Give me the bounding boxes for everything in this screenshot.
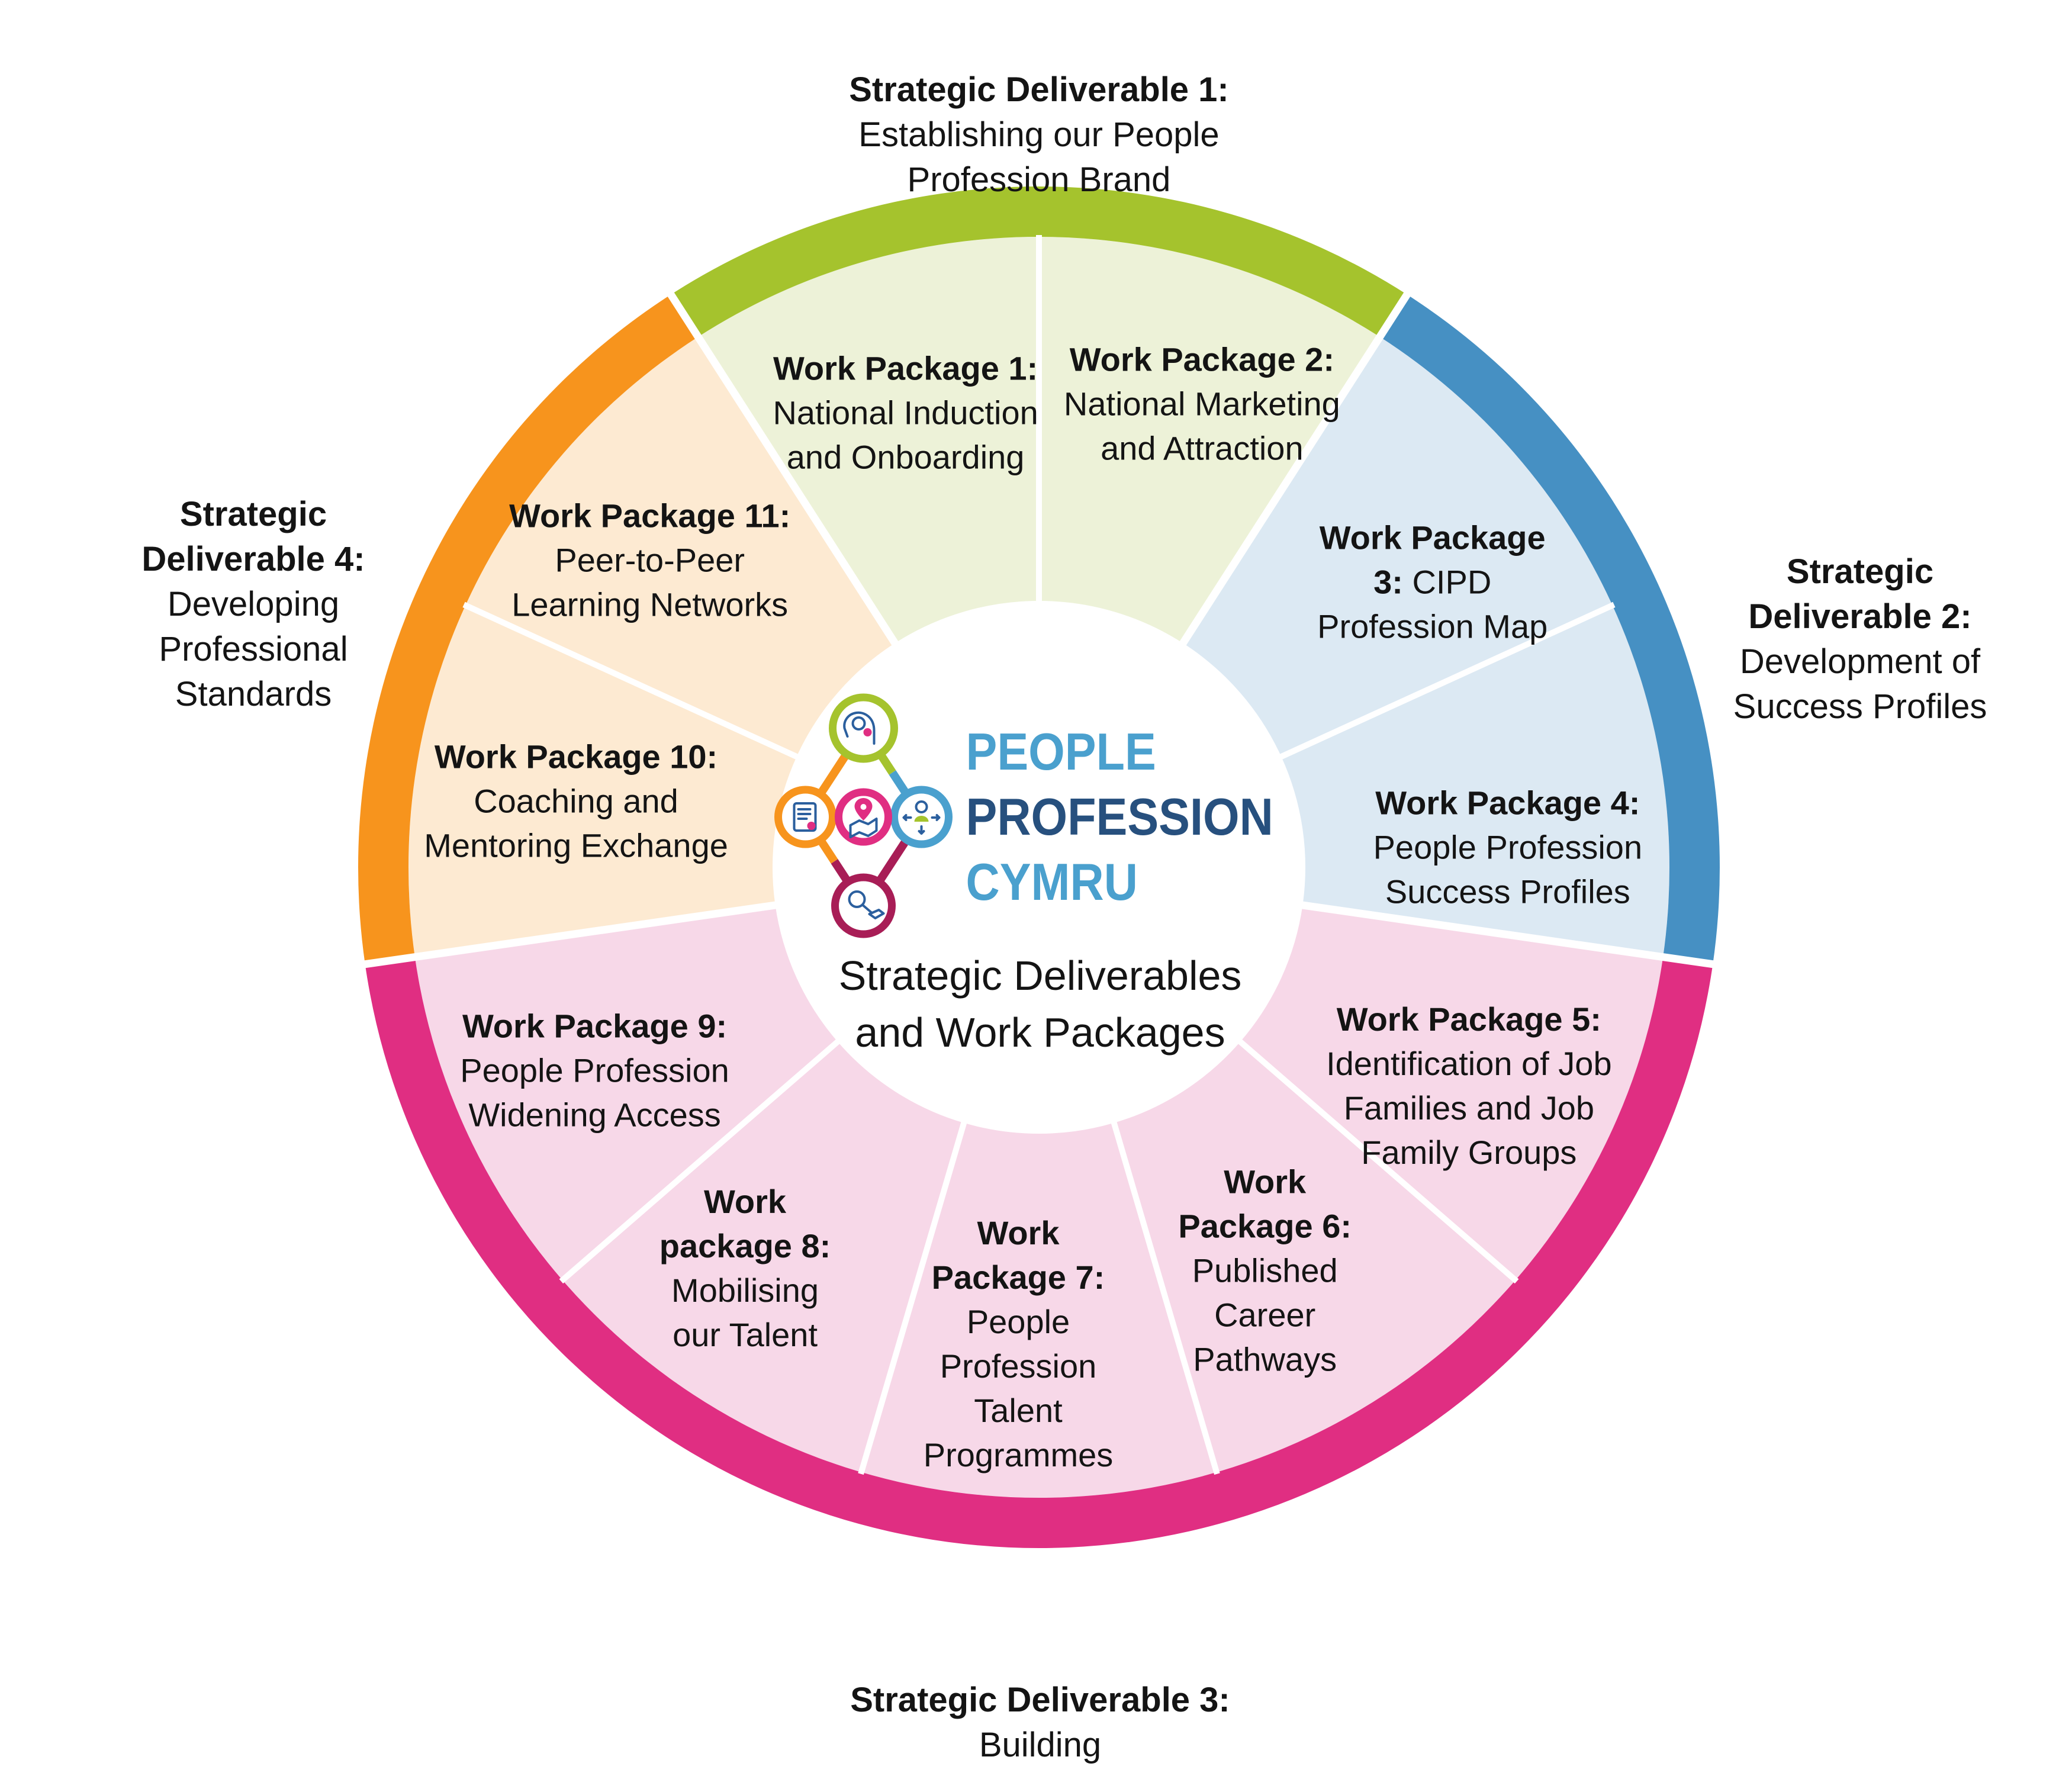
divider-wp-9 <box>559 1037 842 1284</box>
logo-wordmark: PEOPLE PROFESSION CYMRU <box>966 719 1273 915</box>
wp-9-segment <box>414 905 838 1280</box>
wp-6-segment <box>1114 1041 1516 1472</box>
wp-5-label: Work Package 5: Identification of Job Fa… <box>1326 1000 1612 1171</box>
divider-deliverable-3 <box>1298 900 1719 969</box>
wp-4-segment <box>1281 605 1669 957</box>
sd1-subtitle: Establishing our People Profession Brand <box>858 115 1220 199</box>
sd2-subtitle: Development of Success Profiles <box>1733 642 1987 726</box>
wp-3-label: Work Package 3: CIPD Profession Map <box>1317 519 1548 645</box>
deliverable-4-arc <box>358 294 699 964</box>
wp-7-label: Work Package 7: People Profession Talent… <box>923 1214 1114 1473</box>
logo-word-people: PEOPLE <box>966 722 1156 781</box>
wp-2-label: Work Package 2: National Marketing and A… <box>1063 340 1340 467</box>
wp-8-label: Work package 8: Mobilising our Talent <box>659 1183 831 1354</box>
wp-6-label: Work Package 6: Published Career Pathway… <box>1178 1163 1352 1378</box>
logo-circle-left <box>774 786 837 848</box>
sd2-title: Strategic Deliverable 2: <box>1748 552 1972 636</box>
strategic-deliverable-2-label: Strategic Deliverable 2: Development of … <box>1671 504 2050 729</box>
wp-9-label: Work Package 9: People Profession Wideni… <box>460 1007 729 1134</box>
person-arrows-icon <box>902 800 941 835</box>
deliverable-3-arc <box>365 957 1713 1549</box>
divider-wp-6 <box>1236 1037 1519 1284</box>
head-gears-icon <box>843 711 876 745</box>
people-profession-cymru-logo: PEOPLE PROFESSION CYMRU <box>774 687 1308 947</box>
divider-wp-4 <box>1276 601 1616 761</box>
center-subtitle: Strategic Deliverables and Work Packages <box>838 953 1242 1056</box>
sd4-subtitle: Developing Professional Standards <box>159 585 348 713</box>
strategic-deliverable-3-label: Strategic Deliverable 3: Building Career… <box>750 1633 1330 1776</box>
sd3-subtitle: Building Career Pathways <box>909 1726 1172 1776</box>
logo-mark-icon <box>774 693 953 938</box>
sd4-title: Strategic Deliverable 4: <box>141 495 365 578</box>
wp-7-segment <box>861 1122 1217 1498</box>
strategic-deliverable-1-label: Strategic Deliverable 1: Establishing ou… <box>773 22 1305 202</box>
wp-11-label: Work Package 11: Peer-to-Peer Learning N… <box>509 497 791 623</box>
logo-word-profession: PROFESSION <box>966 787 1273 846</box>
magnifier-handshake-icon <box>848 890 885 919</box>
wp-2-segment <box>1039 237 1380 644</box>
wp-10-segment <box>408 605 797 957</box>
deliverable-1-arc <box>671 186 1407 337</box>
wp-1-label: Work Package 1: National Induction and O… <box>773 349 1038 476</box>
certificate-icon <box>793 802 817 832</box>
map-pin-icon <box>849 798 878 838</box>
divider-wp-11 <box>462 601 802 761</box>
wp-1-segment <box>698 237 1039 644</box>
strategic-deliverable-4-label: Strategic Deliverable 4: Developing Prof… <box>88 447 419 717</box>
wp-8-segment <box>562 1041 964 1472</box>
logo-word-cymru: CYMRU <box>966 852 1138 911</box>
divider-wp-7 <box>1110 1118 1220 1475</box>
wp-5-segment <box>1240 905 1664 1280</box>
sd1-title: Strategic Deliverable 1: <box>849 70 1229 109</box>
wp-10-label: Work Package 10: Coaching and Mentoring … <box>424 738 728 864</box>
wp-4-label: Work Package 4: People Profession Succes… <box>1373 784 1643 910</box>
divider-wp-8 <box>858 1118 968 1475</box>
sd3-title: Strategic Deliverable 3: <box>850 1681 1230 1719</box>
divider-deliverable-4 <box>359 900 780 969</box>
divider-deliverable-2 <box>1177 288 1413 648</box>
divider-deliverable-1 <box>665 288 900 648</box>
deliverable-2-arc <box>1379 294 1720 964</box>
